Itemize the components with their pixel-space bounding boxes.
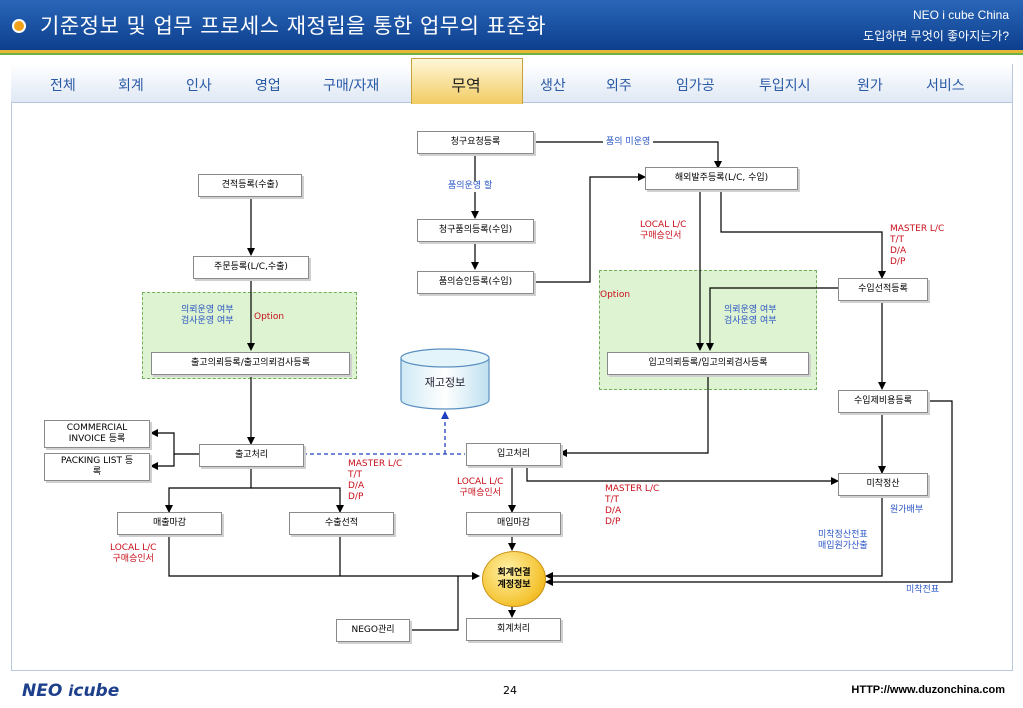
label-option-inbound: Option (600, 290, 631, 300)
logo-i-text: i (68, 682, 74, 700)
box-nego-management[interactable]: NEGO관리 (336, 619, 410, 642)
box-import-expense[interactable]: 수입제비용등록 (838, 390, 928, 413)
box-accounting-process[interactable]: 회계처리 (466, 618, 561, 641)
box-quote-export[interactable]: 견적등록(수출) (198, 174, 302, 197)
neo-icube-logo: NEO icube (22, 681, 119, 701)
tab-trade[interactable]: 무역 (451, 76, 481, 95)
inventory-label: 재고정보 (424, 376, 466, 389)
box-outbound-request[interactable]: 출고의뢰등록/출고의뢰검사등록 (151, 352, 350, 375)
accounting-link-label: 회계연결 계정정보 (497, 568, 531, 590)
accounting-link-node[interactable]: 회계연결 계정정보 (482, 551, 546, 607)
label-cost-allocation: 원가배부 (890, 505, 924, 515)
tab-subcontract[interactable]: 임가공 (676, 78, 715, 94)
tab-hr[interactable]: 인사 (186, 78, 212, 94)
brand-name: NEO i cube China (912, 8, 1009, 22)
tab-production[interactable]: 생산 (540, 78, 566, 94)
label-local-lc-1: LOCAL L/C 구매승인서 (640, 220, 687, 241)
header-bar (0, 0, 1023, 50)
box-export-shipment[interactable]: 수출선적 (289, 512, 394, 535)
box-in-transit-settlement[interactable]: 미착정산 (838, 473, 928, 496)
label-no-approval: 품의 미운영 (603, 137, 654, 148)
label-in-transit-slip: 미착정산전표 매입원가산출 (818, 530, 868, 551)
label-master-lc-2: MASTER L/C T/T D/A D/P (348, 459, 403, 502)
label-option-outbound: Option (254, 312, 285, 322)
label-local-lc-3: LOCAL L/C 구매승인서 (110, 543, 157, 564)
label-master-lc-3: MASTER L/C T/T D/A D/P (605, 484, 660, 527)
tab-accounting[interactable]: 회계 (118, 78, 144, 94)
header-gold-rule (0, 50, 1023, 53)
box-purchase-request[interactable]: 청구요청등록 (417, 131, 534, 154)
box-outbound-process[interactable]: 출고처리 (199, 444, 304, 467)
box-commercial-invoice[interactable]: COMMERCIAL INVOICE 등록 (44, 420, 150, 448)
tab-purchasing[interactable]: 구매/자재 (323, 78, 380, 94)
tab-service[interactable]: 서비스 (926, 78, 965, 94)
header-green-rule (0, 53, 1023, 55)
label-master-lc-1: MASTER L/C T/T D/A D/P (890, 224, 945, 267)
box-order-export[interactable]: 주문등록(L/C,수출) (193, 256, 309, 279)
logo-tail-text: cube (73, 681, 120, 701)
box-overseas-order[interactable]: 해외발주등록(L/C, 수입) (645, 167, 798, 190)
page-number: 24 (503, 684, 517, 697)
label-in-transit-voucher: 미착전표 (906, 585, 940, 595)
box-inbound-request[interactable]: 입고의뢰등록/입고의뢰검사등록 (607, 352, 809, 375)
box-sales-closing[interactable]: 매출마감 (117, 512, 222, 535)
inventory-database-icon (400, 348, 490, 410)
tab-work-order[interactable]: 투입지시 (759, 78, 811, 94)
tab-all[interactable]: 전체 (50, 78, 76, 94)
label-request-inspection-inbound: 의뢰운영 여부 검사운영 여부 (724, 305, 777, 326)
box-request-approval[interactable]: 청구품의등록(수입) (417, 219, 534, 242)
tab-outsourcing[interactable]: 외주 (606, 78, 632, 94)
bullet-icon (12, 19, 26, 33)
label-with-approval: 품의운영 할 (448, 181, 493, 192)
tab-sales[interactable]: 영업 (255, 78, 281, 94)
label-local-lc-2: LOCAL L/C 구매승인서 (457, 477, 504, 498)
footer-url[interactable]: HTTP://www.duzonchina.com (851, 684, 1005, 696)
brand-subtitle: 도입하면 무엇이 좋아지는가? (863, 29, 1009, 43)
tab-active-background (411, 58, 523, 104)
box-packing-list[interactable]: PACKING LIST 등록 (44, 453, 150, 481)
box-inbound-process[interactable]: 입고처리 (466, 443, 561, 466)
label-request-inspection-outbound: 의뢰운영 여부 검사운영 여부 (181, 305, 234, 326)
box-import-shipment[interactable]: 수입선적등록 (838, 278, 928, 301)
page-title: 기준정보 및 업무 프로세스 재정립을 통한 업무의 표준화 (40, 14, 547, 38)
box-purchase-closing[interactable]: 매입마감 (466, 512, 561, 535)
logo-main-text: NEO (22, 681, 63, 701)
tab-cost[interactable]: 원가 (857, 78, 883, 94)
box-approval-import[interactable]: 품의승인등록(수입) (417, 271, 534, 294)
